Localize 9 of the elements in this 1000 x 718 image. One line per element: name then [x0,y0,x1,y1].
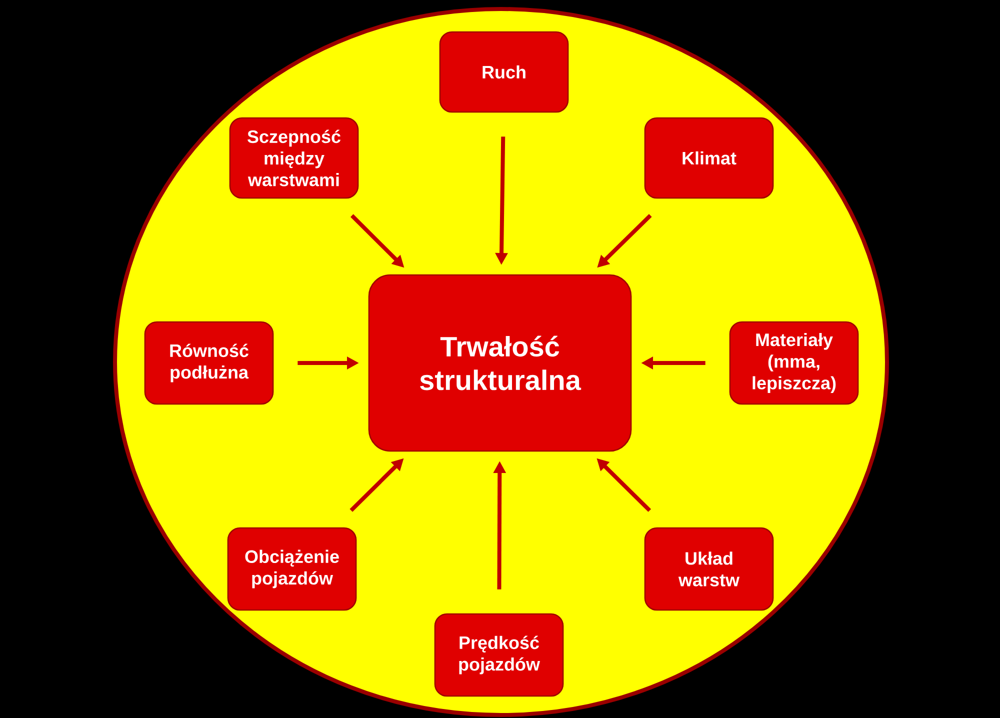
factor-box: Układ warstw [644,527,774,611]
factor-box: Materiały (mma, lepiszcza) [729,321,859,405]
factor-box: Sczepność między warstwami [229,117,359,199]
factor-box: Prędkość pojazdów [434,613,564,697]
central-box: Trwałość strukturalna [368,274,632,452]
factor-box: Klimat [644,117,774,199]
factor-box: Ruch [439,31,569,113]
factor-box: Równość podłużna [144,321,274,405]
factor-box: Obciążenie pojazdów [227,527,357,611]
